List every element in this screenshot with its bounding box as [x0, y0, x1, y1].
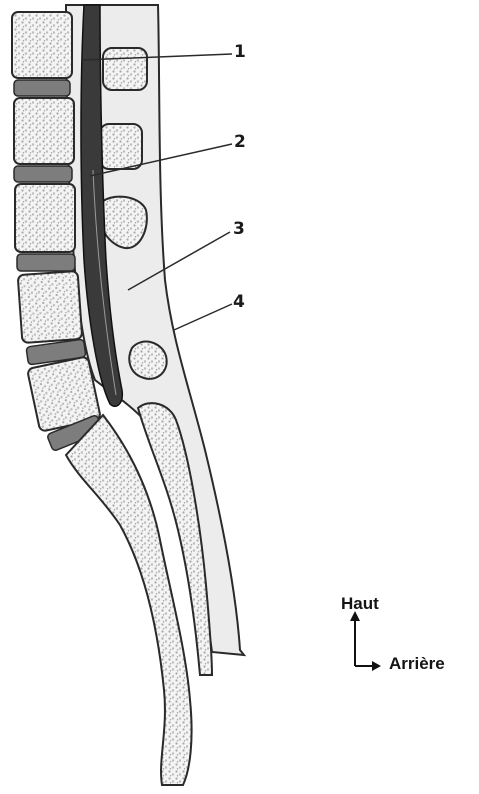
callout-number-3: 3	[233, 219, 245, 239]
spinous-process	[103, 48, 147, 90]
vertebral-body	[15, 184, 75, 252]
intervertebral-disc	[14, 80, 70, 96]
back-direction-label: Arrière	[389, 654, 445, 674]
intervertebral-disc	[17, 254, 75, 271]
up-direction-label: Haut	[341, 594, 379, 614]
vertebral-body	[12, 12, 72, 78]
callout-number-2: 2	[234, 132, 246, 152]
spinous-process	[129, 342, 166, 379]
callout-number-4: 4	[233, 292, 245, 312]
callout-number-1: 1	[234, 42, 246, 62]
spinous-process	[100, 124, 142, 169]
vertebral-body	[18, 271, 83, 343]
right-arrow-icon	[372, 661, 381, 671]
orientation-indicator	[350, 611, 381, 671]
intervertebral-disc	[14, 166, 72, 182]
leader-line-4	[174, 304, 232, 330]
vertebral-body	[14, 98, 74, 164]
